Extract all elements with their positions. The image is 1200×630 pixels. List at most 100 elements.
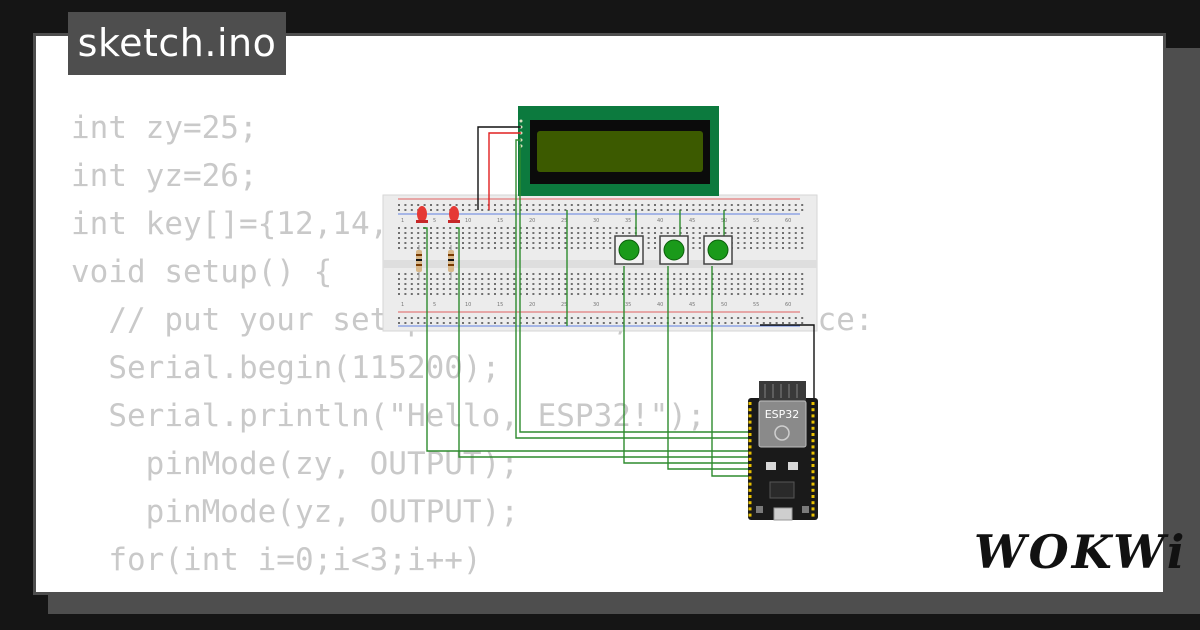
- breadboard-hole: [474, 227, 477, 229]
- breadboard-hole: [698, 247, 701, 249]
- esp32-pin: [811, 439, 815, 443]
- breadboard-hole: [423, 247, 426, 249]
- breadboard-hole: [737, 293, 740, 295]
- breadboard-hole: [698, 209, 701, 211]
- breadboard-hole: [570, 204, 573, 206]
- breadboard-hole: [404, 242, 407, 244]
- breadboard-hole: [737, 317, 740, 319]
- breadboard-hole: [730, 273, 733, 275]
- breadboard-hole: [468, 227, 471, 229]
- breadboard-hole: [743, 288, 746, 290]
- breadboard-hole: [647, 317, 650, 319]
- breadboard-hole: [634, 322, 637, 324]
- wokwi-logo[interactable]: WOKWi: [974, 525, 1188, 579]
- breadboard-hole: [782, 273, 784, 275]
- breadboard-hole: [628, 293, 631, 295]
- breadboard-hole: [545, 247, 548, 249]
- breadboard-hole: [730, 278, 733, 280]
- breadboard-hole: [398, 293, 400, 295]
- breadboard-hole: [423, 322, 426, 324]
- breadboard-hole: [532, 322, 535, 324]
- breadboard-hole: [532, 227, 535, 229]
- breadboard-column-number: 45: [689, 302, 695, 308]
- breadboard-hole: [564, 273, 567, 275]
- breadboard-hole: [570, 322, 573, 324]
- breadboard-hole: [609, 209, 612, 211]
- breadboard-hole: [500, 322, 503, 324]
- code-line: int yz=26;: [71, 158, 258, 194]
- breadboard-hole: [442, 204, 445, 206]
- breadboard-hole: [647, 273, 650, 275]
- breadboard-hole: [801, 273, 804, 275]
- breadboard-hole: [494, 242, 496, 244]
- breadboard-hole: [410, 204, 413, 206]
- breadboard-hole: [468, 232, 471, 234]
- breadboard-column-number: 10: [465, 302, 471, 308]
- breadboard-hole: [743, 293, 746, 295]
- breadboard-hole: [430, 247, 432, 249]
- breadboard-hole: [666, 204, 669, 206]
- breadboard-hole: [622, 283, 624, 285]
- breadboard-hole: [730, 209, 733, 211]
- esp32-pin: [811, 470, 815, 474]
- breadboard-hole: [756, 204, 759, 206]
- breadboard-hole: [673, 278, 676, 280]
- breadboard-hole: [762, 283, 765, 285]
- breadboard-column-number: 35: [625, 218, 631, 224]
- file-tab[interactable]: sketch.ino: [68, 12, 286, 75]
- breadboard-hole: [596, 247, 599, 249]
- breadboard-hole: [775, 247, 778, 249]
- breadboard-hole: [436, 227, 439, 229]
- breadboard-hole: [494, 317, 496, 319]
- esp32-pin: [748, 482, 752, 486]
- breadboard-hole: [634, 204, 637, 206]
- breadboard-hole: [622, 293, 624, 295]
- breadboard-hole: [596, 209, 599, 211]
- breadboard-hole: [698, 227, 701, 229]
- breadboard-hole: [743, 283, 746, 285]
- breadboard-hole: [794, 293, 797, 295]
- breadboard-hole: [551, 227, 554, 229]
- breadboard-hole: [436, 247, 439, 249]
- breadboard-hole: [775, 232, 778, 234]
- breadboard-hole: [602, 283, 605, 285]
- breadboard-hole: [506, 232, 509, 234]
- breadboard-hole: [602, 232, 605, 234]
- reset-button: [802, 506, 809, 513]
- breadboard-column-number: 20: [529, 302, 535, 308]
- breadboard-hole: [398, 237, 400, 239]
- breadboard-hole: [570, 278, 573, 280]
- breadboard-hole: [615, 227, 618, 229]
- breadboard-hole: [468, 283, 471, 285]
- breadboard-hole: [513, 293, 516, 295]
- breadboard-hole: [775, 209, 778, 211]
- esp32-component: [788, 462, 798, 470]
- breadboard-hole: [596, 283, 599, 285]
- breadboard-hole: [398, 278, 400, 280]
- breadboard-hole: [705, 232, 708, 234]
- breadboard-column-number: 45: [689, 218, 695, 224]
- breadboard-hole: [743, 232, 746, 234]
- breadboard-hole: [538, 242, 541, 244]
- breadboard-hole: [506, 242, 509, 244]
- esp32-pin: [748, 464, 752, 467]
- breadboard-hole: [698, 237, 701, 239]
- breadboard-hole: [756, 209, 759, 211]
- breadboard-hole: [698, 293, 701, 295]
- breadboard-hole: [545, 317, 548, 319]
- breadboard-hole: [545, 278, 548, 280]
- breadboard-hole: [769, 204, 772, 206]
- breadboard-hole: [737, 237, 740, 239]
- breadboard-hole: [698, 232, 701, 234]
- breadboard-hole: [558, 232, 560, 234]
- esp32-pin: [748, 501, 752, 505]
- wire-button3: [711, 266, 752, 477]
- push-button: [703, 235, 733, 265]
- breadboard-column-number: 25: [561, 218, 567, 224]
- breadboard-hole: [756, 293, 759, 295]
- esp32-pin: [811, 451, 815, 455]
- breadboard-hole: [743, 227, 746, 229]
- breadboard-hole: [724, 293, 727, 295]
- breadboard-hole: [788, 317, 791, 319]
